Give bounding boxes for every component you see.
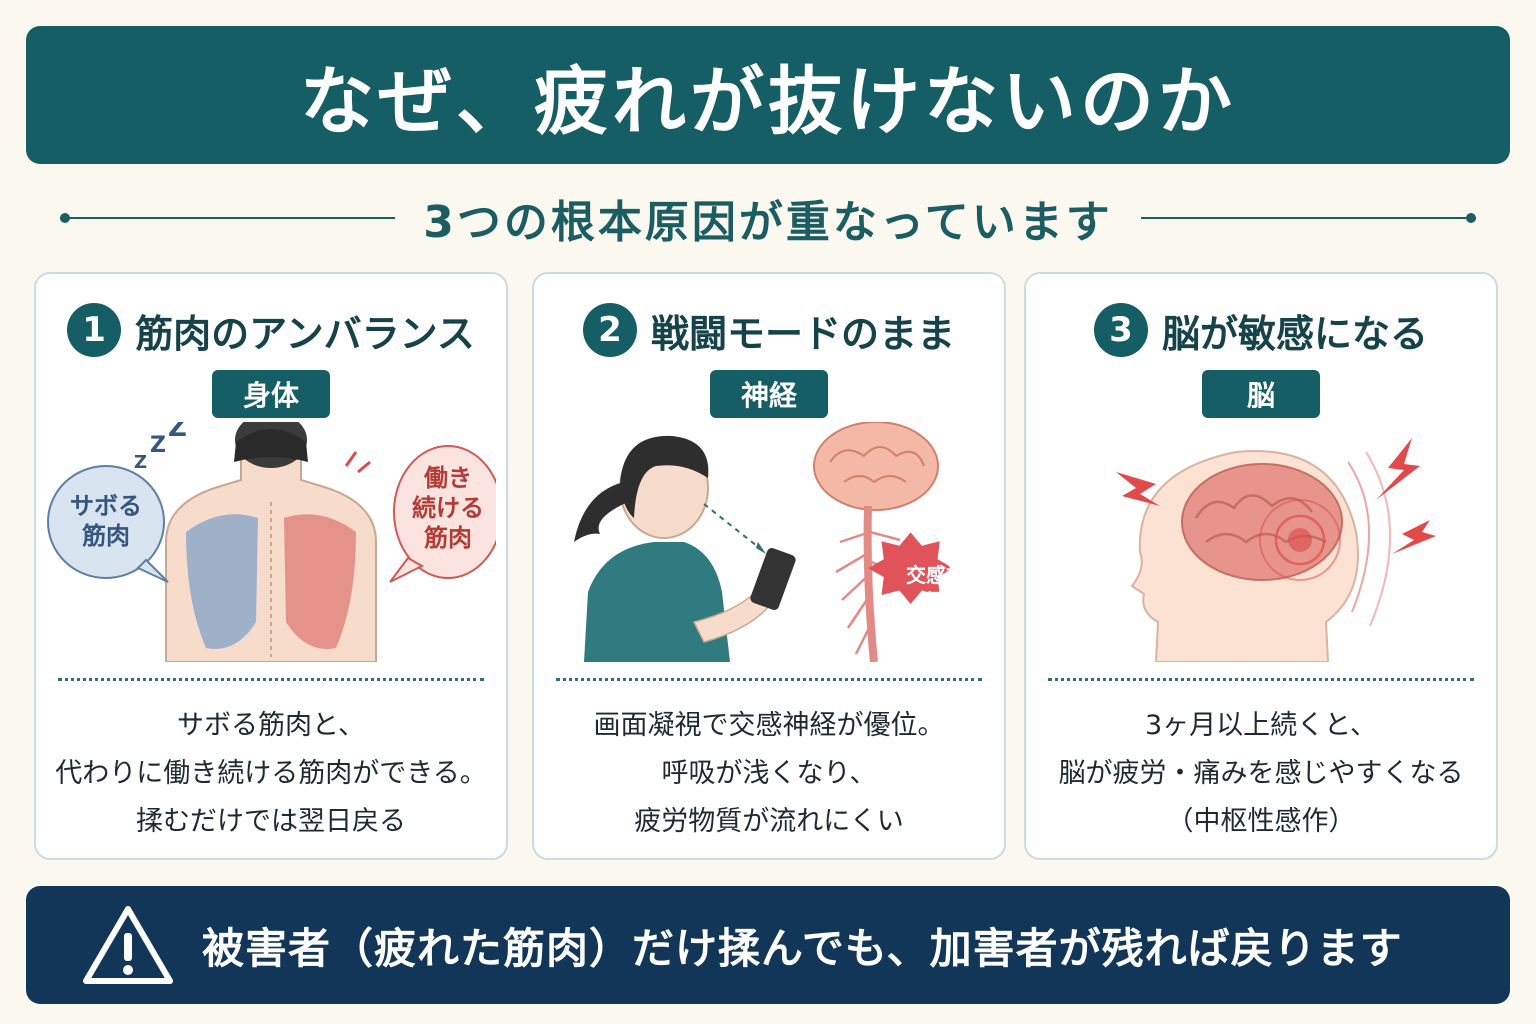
bubble-right-line3: 筋肉 [423,524,472,552]
warning-text: 被害者（疲れた筋肉）だけ揉んでも、加害者が残れば戻ります [202,923,1403,973]
subtitle-line-left [60,213,396,223]
phone-nerve-illustration: 交感神経 優位 [574,422,987,662]
lazy-muscle-area [186,514,258,649]
svg-text:Z: Z [134,452,147,473]
subtitle: 3つの根本原因が重なっています [423,197,1113,248]
pain-ripple-icon [1259,451,1391,627]
card-divider [556,678,982,681]
sympathetic-dominant-badge: 交感神経 優位 [868,532,987,616]
card-description: 画面凝視で交感神経が優位。 呼吸が浅くなり、 疲労物質が流れにくい [544,702,994,846]
card-header: 2 戦闘モードのまま [534,298,1004,362]
card-description: サボる筋肉と、 代わりに働き続ける筋肉ができる。 揉むだけでは翌日戻る [46,702,496,846]
svg-text:Z: Z [150,433,166,458]
lightning-icon [1116,438,1436,554]
card-fight-mode: 2 戦闘モードのまま 神経 [532,272,1006,860]
desc-line-2: 代わりに働き続ける筋肉ができる。 [55,758,487,789]
desc-line-1: サボる筋肉と、 [177,710,365,741]
subtitle-row: 3つの根本原因が重なっています [60,188,1477,248]
title-banner: なぜ、疲れが抜けないのか [26,26,1510,164]
card-tag: 神経 [710,370,828,418]
warning-banner: 被害者（疲れた筋肉）だけ揉んでも、加害者が残れば戻ります [26,886,1510,1004]
subtitle-line-right [1140,213,1477,223]
card-number: 3 [1093,303,1148,357]
card-title: 戦闘モードのまま [650,311,955,356]
brain-icon [1181,463,1343,581]
badge-line1: 交感神経 [906,563,987,587]
woman-phone-icon [574,435,796,662]
card-description: 3ヶ月以上続くと、 脳が疲労・痛みを感じやすくなる （中枢性感作） [1036,702,1486,846]
head-brain-illustration [1116,438,1436,662]
gaze-arrow [703,503,763,551]
card-title: 脳が敏感になる [1161,311,1428,356]
desc-line-2: 脳が疲労・痛みを感じやすくなる [1058,758,1464,789]
warning-icon [83,906,173,984]
working-muscle-bubble: 働き 続ける 筋肉 [389,445,496,583]
card-tag: 脳 [1202,370,1320,418]
brain-nerve-icon [813,422,939,662]
card-header: 1 筋肉のアンバランス [36,298,506,362]
badge-line2: 優位 [923,590,968,616]
back-figure-icon [165,422,377,662]
pain-spark-icon [344,451,371,474]
desc-line-3: 疲労物質が流れにくい [634,806,904,837]
desc-line-1: 3ヶ月以上続くと、 [1144,710,1378,741]
card-divider [58,678,484,681]
bubble-left-line2: 筋肉 [81,522,130,550]
bubble-right-line2: 続ける [412,494,484,522]
lazy-muscle-bubble: サボる 筋肉 [47,465,169,583]
desc-line-3: （中枢性感作） [1166,806,1356,837]
bubble-right-line1: 働き [423,464,472,492]
back-muscles-illustration: サボる 筋肉 Z Z Z 働き 続ける 筋肉 [47,422,496,662]
card-title: 筋肉のアンバランス [135,311,475,356]
card-header: 3 脳が敏感になる [1026,298,1496,362]
card-divider [1048,678,1474,681]
card-muscle-imbalance: 1 筋肉のアンバランス 身体 サボる 筋肉 Z Z [34,272,508,860]
page-title: なぜ、疲れが抜けないのか [300,58,1236,145]
card-sensitive-brain: 3 脳が敏感になる 脳 [1024,272,1498,860]
desc-line-2: 呼吸が浅くなり、 [661,758,877,789]
card-tag: 身体 [212,370,330,418]
svg-text:Z: Z [168,422,187,443]
working-muscle-area [284,514,356,649]
zzz-icon: Z Z Z [134,422,187,473]
card-number: 1 [67,303,122,357]
card-number: 2 [582,303,637,357]
bubble-left-line1: サボる [70,492,142,520]
desc-line-1: 画面凝視で交感神経が優位。 [593,710,945,741]
desc-line-3: 揉むだけでは翌日戻る [136,806,406,837]
